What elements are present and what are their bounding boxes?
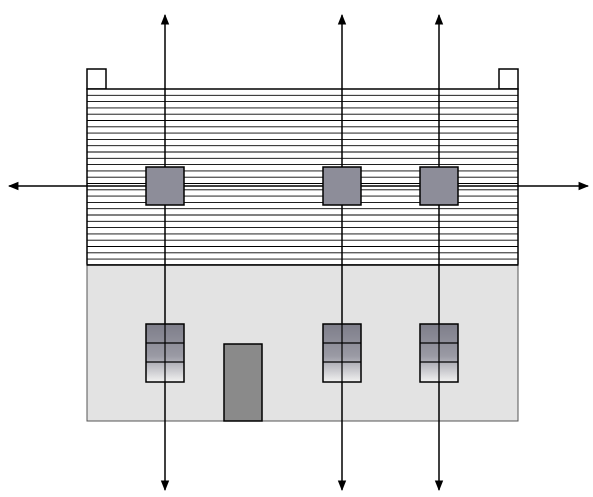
lower-window-2 <box>322 323 362 383</box>
chimney-left <box>86 68 107 90</box>
lower-window-3 <box>419 323 459 383</box>
chimney-right <box>498 68 519 90</box>
front-door <box>223 343 263 422</box>
upper-window-2 <box>322 166 362 206</box>
upper-window-1 <box>145 166 185 206</box>
upper-window-3 <box>419 166 459 206</box>
lower-window-1 <box>145 323 185 383</box>
